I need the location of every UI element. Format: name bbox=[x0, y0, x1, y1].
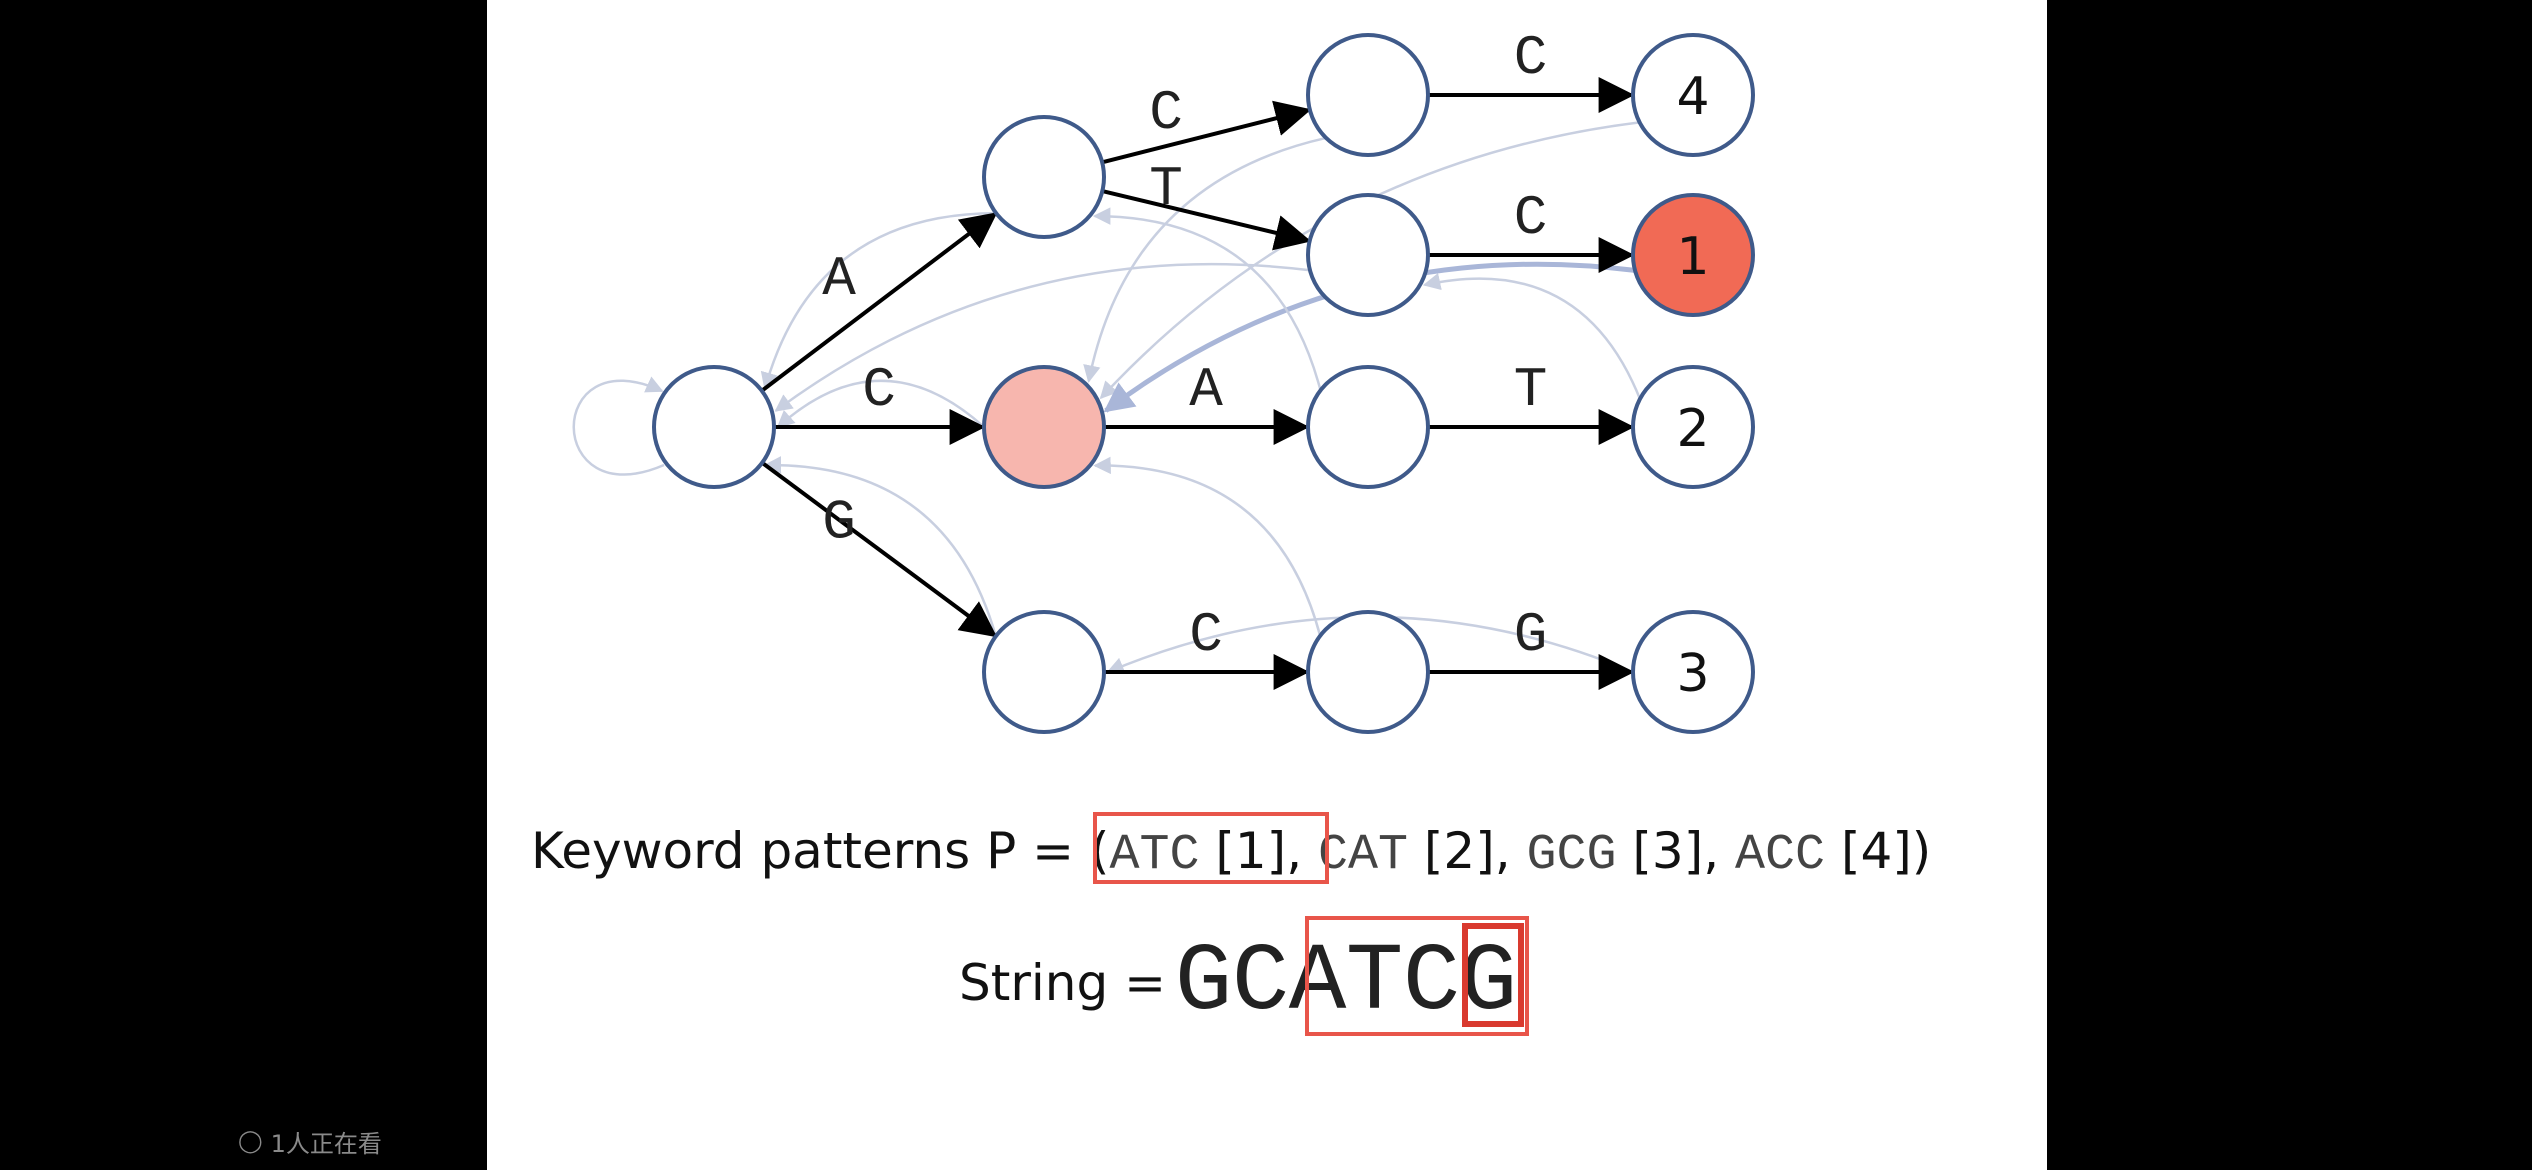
match-box-pattern bbox=[1093, 812, 1329, 884]
current-char-box bbox=[1462, 923, 1524, 1027]
viewers-text: 1人正在看 bbox=[270, 1130, 382, 1158]
pattern-index: [2] bbox=[1408, 822, 1495, 880]
patterns-prefix: Keyword patterns P = ( bbox=[531, 822, 1109, 880]
pattern-text: GCG bbox=[1527, 827, 1617, 884]
string-label: String = bbox=[959, 954, 1166, 1012]
edge-label: A bbox=[822, 247, 856, 311]
trie-node bbox=[1306, 193, 1430, 317]
failure-link bbox=[1083, 136, 1327, 383]
trie-node bbox=[652, 365, 776, 489]
match-box-string bbox=[1305, 916, 1529, 1036]
trie-edge bbox=[760, 212, 998, 393]
string-char: G bbox=[1460, 928, 1518, 1037]
failure-link bbox=[572, 376, 665, 476]
pattern-text: CAT bbox=[1318, 827, 1408, 884]
node-output-label: 3 bbox=[1676, 644, 1709, 704]
pattern-text: ACC bbox=[1735, 827, 1825, 884]
node-output-label: 2 bbox=[1676, 399, 1709, 459]
pattern-separator: , bbox=[1495, 822, 1527, 880]
failure-link bbox=[1093, 456, 1322, 637]
trie-node bbox=[1631, 33, 1755, 157]
trie-node bbox=[1631, 193, 1755, 317]
string-char: C bbox=[1403, 928, 1461, 1037]
string-char: T bbox=[1346, 928, 1404, 1037]
patterns-suffix: ) bbox=[1912, 822, 1932, 880]
viewers-icon: ◯ bbox=[238, 1129, 263, 1154]
trie-node bbox=[1631, 365, 1755, 489]
pattern-separator: , bbox=[1286, 822, 1318, 880]
string-char: C bbox=[1232, 928, 1290, 1037]
edge-label: T bbox=[1149, 157, 1183, 221]
trie-node bbox=[982, 115, 1106, 239]
pattern-text: ATC bbox=[1109, 827, 1199, 884]
edge-label: C bbox=[1149, 81, 1183, 145]
failure-link bbox=[776, 379, 985, 429]
failure-link bbox=[1092, 207, 1322, 391]
trie-edge bbox=[760, 461, 998, 638]
node-output-label: 4 bbox=[1676, 67, 1709, 127]
edge-label: G bbox=[1514, 603, 1548, 667]
pattern-separator: , bbox=[1703, 822, 1735, 880]
edge-label: C bbox=[1514, 186, 1548, 250]
failure-link bbox=[760, 211, 997, 391]
edge-label: C bbox=[1189, 603, 1223, 667]
trie-node bbox=[1631, 610, 1755, 734]
pattern-index: [1] bbox=[1199, 822, 1286, 880]
trie-node bbox=[1306, 365, 1430, 489]
failure-link bbox=[1422, 273, 1642, 400]
edge-label: G bbox=[822, 491, 856, 555]
node-output-label: 1 bbox=[1676, 227, 1709, 287]
trie-node bbox=[982, 365, 1106, 489]
edge-label: C bbox=[1514, 26, 1548, 90]
keyword-patterns-line: Keyword patterns P = (ATC [1], CAT [2], … bbox=[531, 822, 1931, 884]
trie-node bbox=[982, 610, 1106, 734]
trie-edge bbox=[1101, 189, 1312, 251]
edge-label: C bbox=[862, 358, 896, 422]
failure-link bbox=[763, 456, 998, 637]
string-char: A bbox=[1289, 928, 1347, 1037]
pattern-index: [4] bbox=[1825, 822, 1912, 880]
failure-link bbox=[774, 262, 1311, 412]
edge-label: T bbox=[1514, 358, 1548, 422]
viewer-count: ◯ 1人正在看 bbox=[238, 1124, 382, 1159]
pattern-index: [3] bbox=[1617, 822, 1704, 880]
string-char: G bbox=[1175, 928, 1233, 1037]
trie-node bbox=[1306, 610, 1430, 734]
home-indicator[interactable] bbox=[940, 1132, 1592, 1146]
trie-node bbox=[1306, 33, 1430, 157]
trie-edge bbox=[1101, 100, 1312, 165]
edge-label: A bbox=[1189, 358, 1223, 422]
